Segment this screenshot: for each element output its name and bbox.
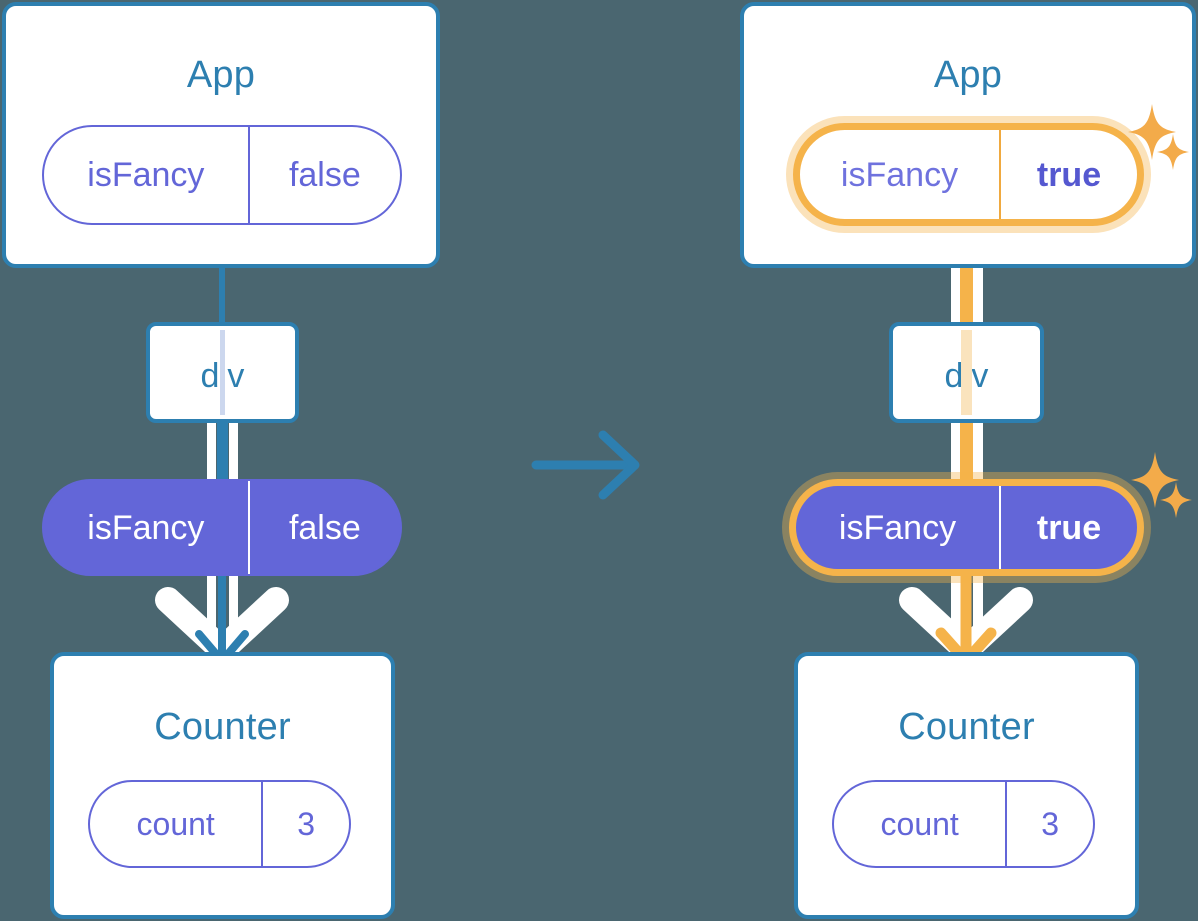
before-app-title: App — [186, 54, 256, 96]
before-div-passthrough-line — [220, 330, 225, 415]
before-counter-state-pill: count 3 — [88, 780, 351, 868]
sparkle-large-icon — [1131, 452, 1179, 508]
after-counter-state-key: count — [880, 806, 959, 842]
before-counter-title: Counter — [154, 706, 291, 748]
sparkle-large-icon — [1128, 104, 1176, 160]
before-app-state-value: false — [247, 127, 400, 223]
after-connector-halo-left-2 — [951, 419, 961, 483]
after-app-state-value: true — [999, 130, 1137, 219]
after-div-passthrough-line — [961, 330, 972, 415]
before-prop-pill: isFancy false — [42, 479, 402, 576]
sparkle-small-icon — [1160, 482, 1192, 518]
after-counter-state-pill: count 3 — [832, 780, 1095, 868]
after-connector-halo-right-1 — [973, 218, 983, 326]
before-connector-halo-right — [229, 419, 238, 483]
before-prop-value: false — [247, 481, 400, 574]
after-app-state-pill: isFancy true — [793, 123, 1144, 226]
before-app-state-pill: isFancy false — [42, 125, 402, 225]
after-connector-div-to-prop — [960, 419, 973, 483]
sparkle-small-icon — [1157, 134, 1189, 170]
before-connector-div-to-prop — [217, 419, 228, 483]
after-connector-halo-right-2 — [973, 419, 983, 483]
before-connector-halo-left — [207, 419, 216, 483]
before-counter-state-key: count — [136, 806, 215, 842]
before-counter-state-value: 3 — [261, 782, 349, 866]
after-counter-title: Counter — [898, 706, 1035, 748]
after-app-state-key: isFancy — [840, 155, 959, 194]
before-prop-key: isFancy — [87, 508, 205, 547]
before-app-state-key: isFancy — [87, 156, 205, 194]
connector-app-to-div-before — [219, 264, 225, 324]
after-app-title: App — [933, 54, 1003, 96]
after-counter-state-value: 3 — [1005, 782, 1093, 866]
transition-arrow-wrapper — [531, 430, 640, 500]
after-prop-pill: isFancy true — [789, 479, 1144, 576]
after-connector-halo-left-1 — [951, 218, 961, 326]
right-arrow-icon — [531, 430, 640, 500]
after-prop-key: isFancy — [838, 508, 957, 547]
after-prop-value: true — [999, 486, 1137, 569]
